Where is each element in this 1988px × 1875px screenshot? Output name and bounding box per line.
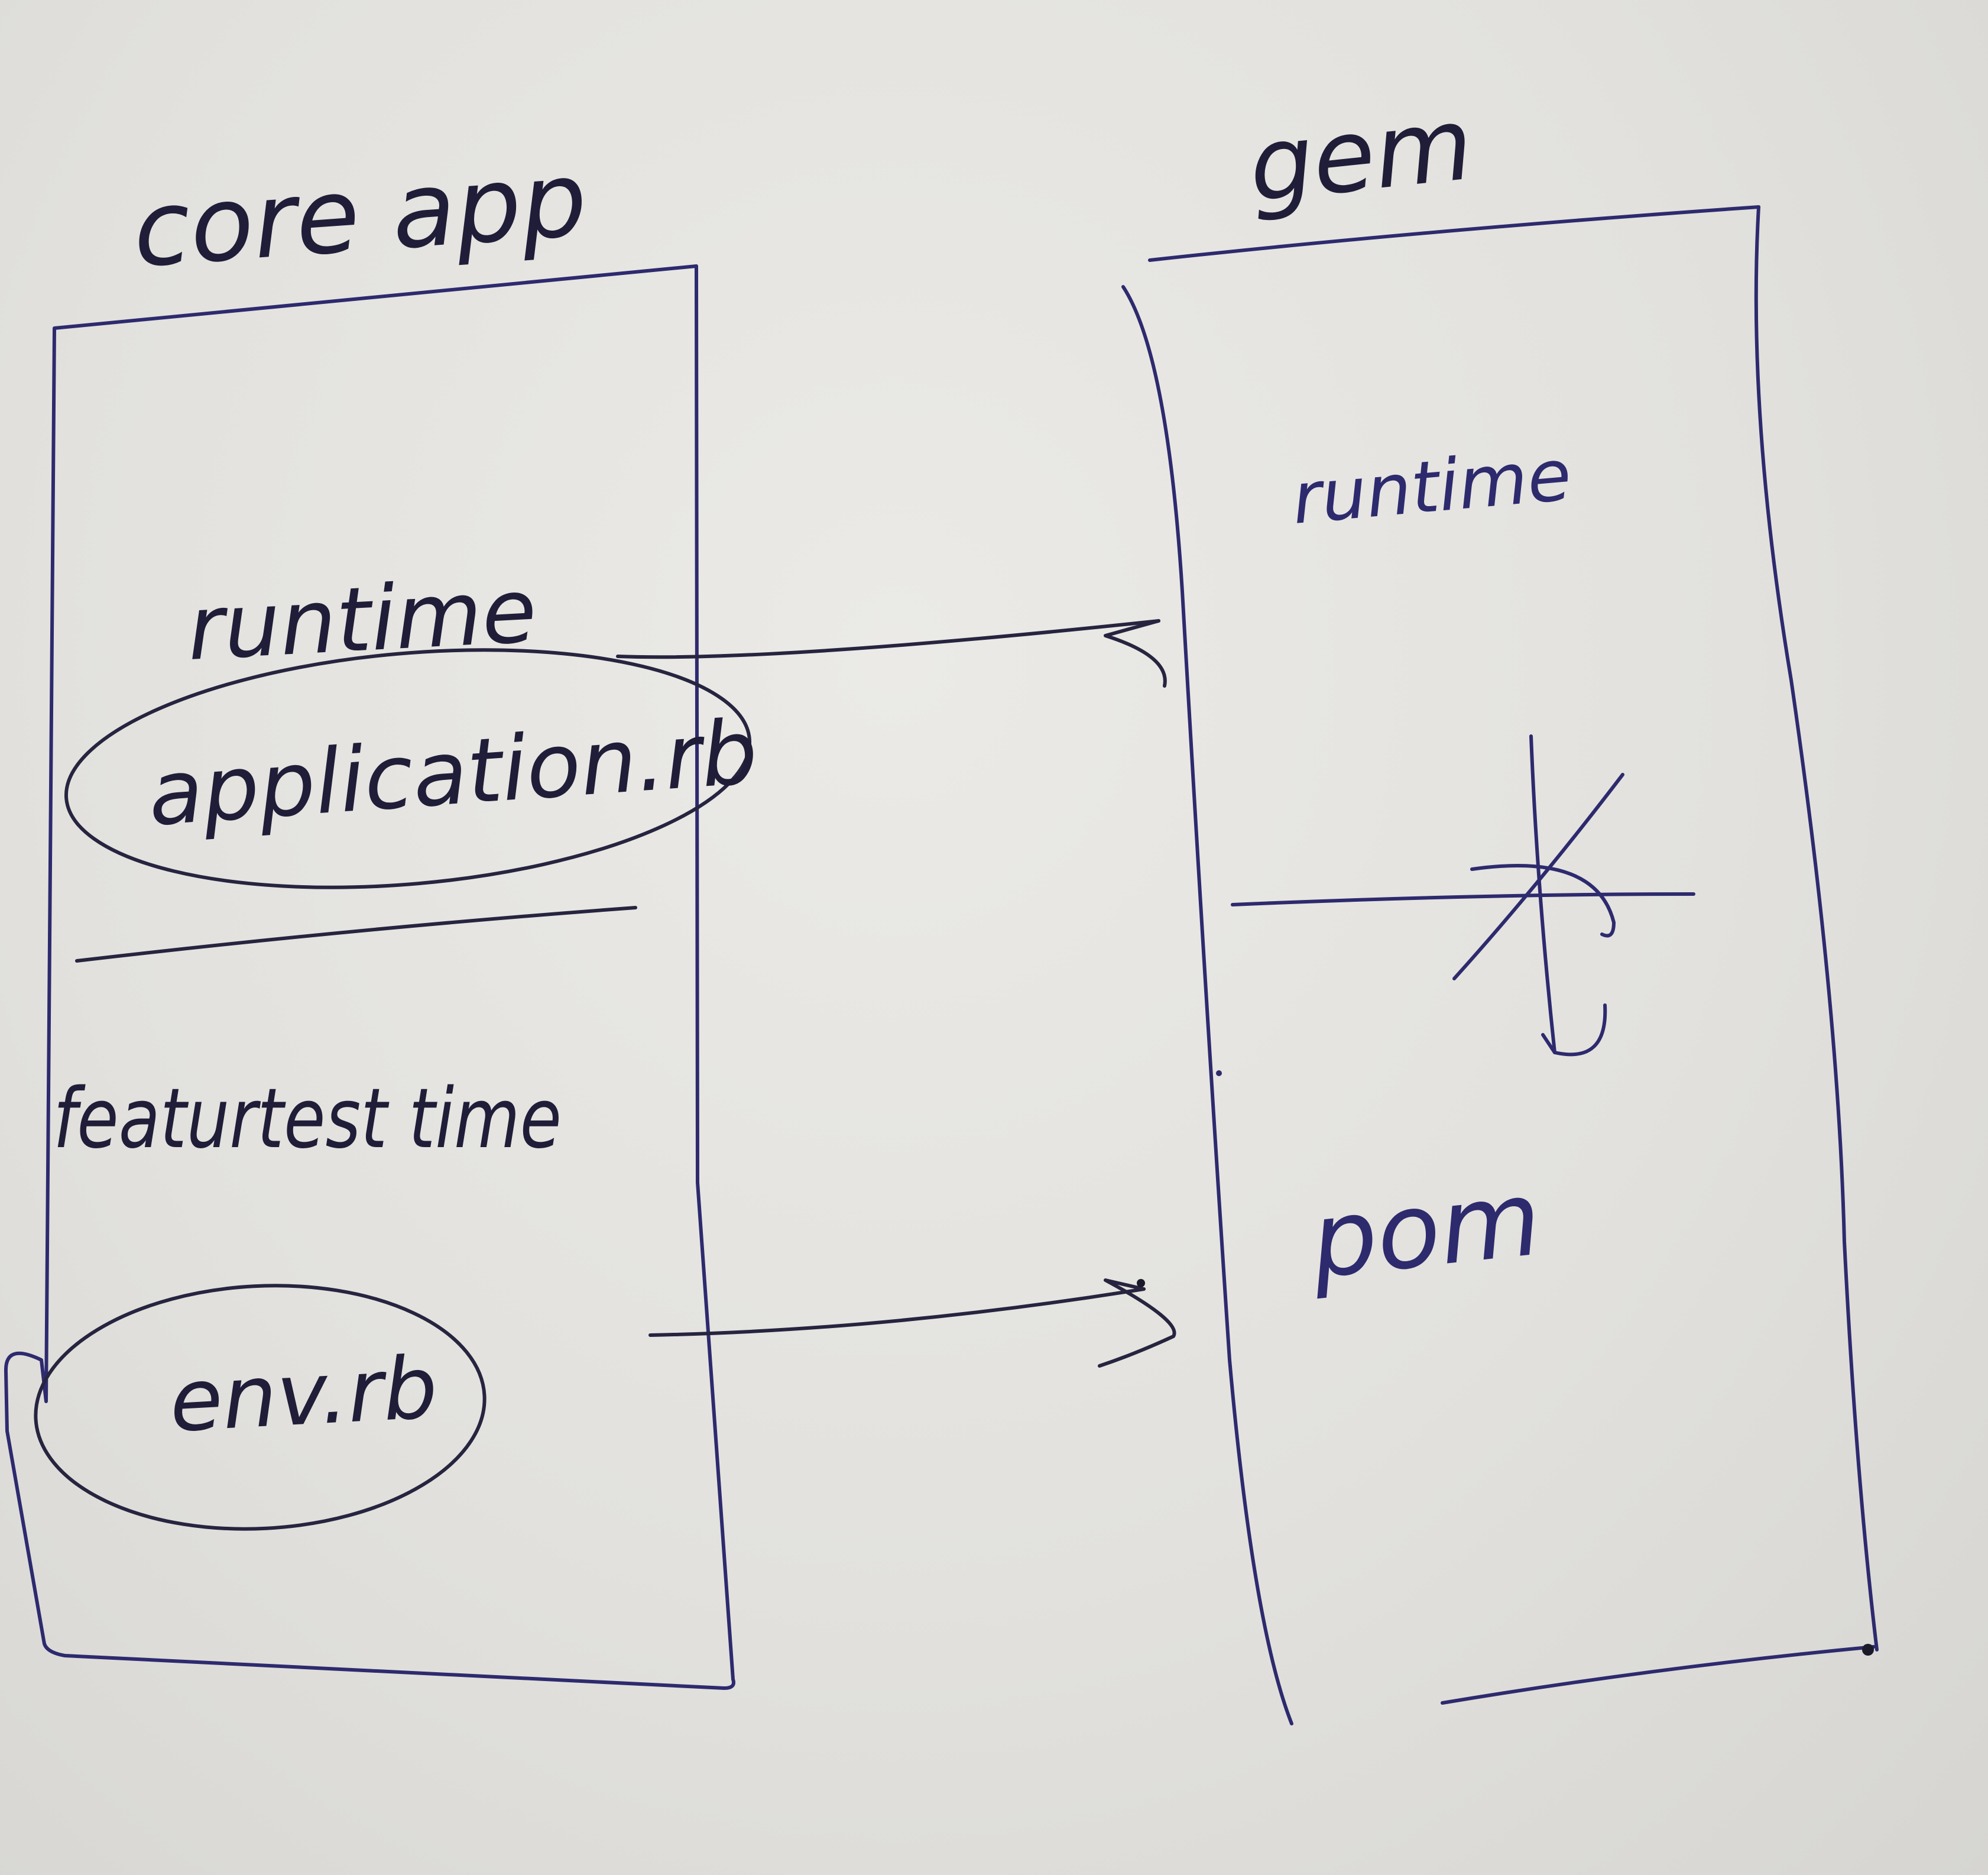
core-app-divider: [75, 906, 637, 963]
gem-box-left-edge: [1121, 285, 1293, 1725]
core-app-title: core app: [129, 140, 591, 291]
feature-test-time-label: featurtest time: [53, 1071, 562, 1167]
gem-box-bottom-edge: [1441, 1645, 1876, 1705]
env-rb-ellipse: [34, 1284, 487, 1531]
down-arrow-hook: [1541, 1003, 1607, 1057]
gem-pom-label: pom: [1305, 1158, 1546, 1302]
rotation-arc: [1470, 864, 1616, 938]
ink-dot: [1216, 1070, 1222, 1076]
axes-sketch: [1231, 734, 1695, 1057]
core-app-box: [4, 264, 735, 1690]
gem-box-right-edge: [1754, 205, 1879, 1651]
gem-box-top-edge: [1148, 205, 1760, 262]
application-rb-ellipse: [64, 648, 752, 889]
gem-box: [1121, 205, 1879, 1725]
axis-diagonal: [1452, 773, 1624, 980]
ink-dot: [1137, 1279, 1145, 1287]
axis-vertical: [1529, 734, 1556, 1054]
runtime-arrow: [616, 619, 1167, 688]
ink-dot: [1862, 1644, 1874, 1656]
env-arrow: [648, 1278, 1176, 1368]
axis-horizontal: [1231, 892, 1695, 906]
core-app-runtime-label: runtime: [185, 559, 539, 681]
core-app-box-outline: [4, 264, 735, 1690]
env-arrow-line: [648, 1287, 1146, 1337]
gem-title: gem: [1244, 85, 1478, 225]
env-rb-label: env.rb: [167, 1338, 440, 1451]
env-arrow-head: [1098, 1278, 1176, 1368]
runtime-arrow-line: [616, 619, 1160, 659]
gem-runtime-label: runtime: [1289, 434, 1574, 540]
runtime-arrow-head: [1104, 619, 1167, 688]
